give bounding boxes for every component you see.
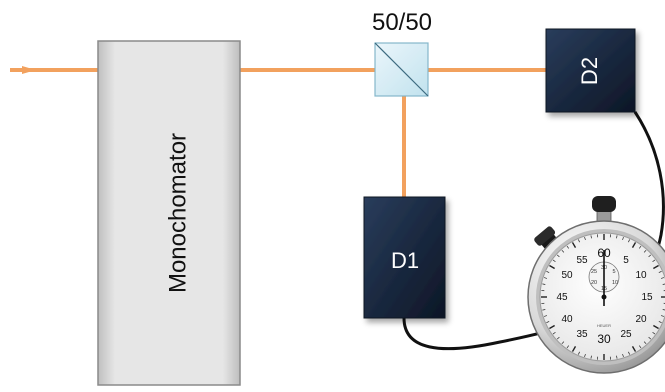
beam-splitter: 50/50 [372,9,432,96]
subdial-number: 5 [612,269,615,275]
dial-number: 30 [597,332,611,346]
light-beam [10,70,546,197]
stopwatch-icon: 60 5 10 15 20 25 30 35 40 45 50 55 30 5 … [528,196,665,373]
monochromator: Monochomator [98,41,240,385]
dial-number: 10 [635,270,647,281]
dial-number: 45 [556,292,568,303]
dial-number: 40 [561,314,573,325]
dial-number: 25 [620,329,632,340]
detector-d1: D1 [364,197,445,318]
dial-number: 20 [635,314,647,325]
monochromator-label: Monochomator [164,133,191,293]
dial-number: 15 [641,292,653,303]
detector-d2-label: D2 [577,57,602,85]
dial-number: 50 [561,270,573,281]
subdial-number: 10 [612,280,618,286]
splitter-label: 50/50 [372,9,432,36]
stopwatch-brand: HEUER [597,323,611,328]
subdial-number: 20 [591,280,597,286]
detector-d2: D2 [546,29,635,112]
subdial-number: 25 [591,269,597,275]
beam-arrow-icon [22,66,36,74]
dial-number: 35 [576,329,588,340]
dial-number: 55 [576,255,588,266]
dial-number: 5 [623,255,629,266]
detector-d1-label: D1 [391,248,419,273]
